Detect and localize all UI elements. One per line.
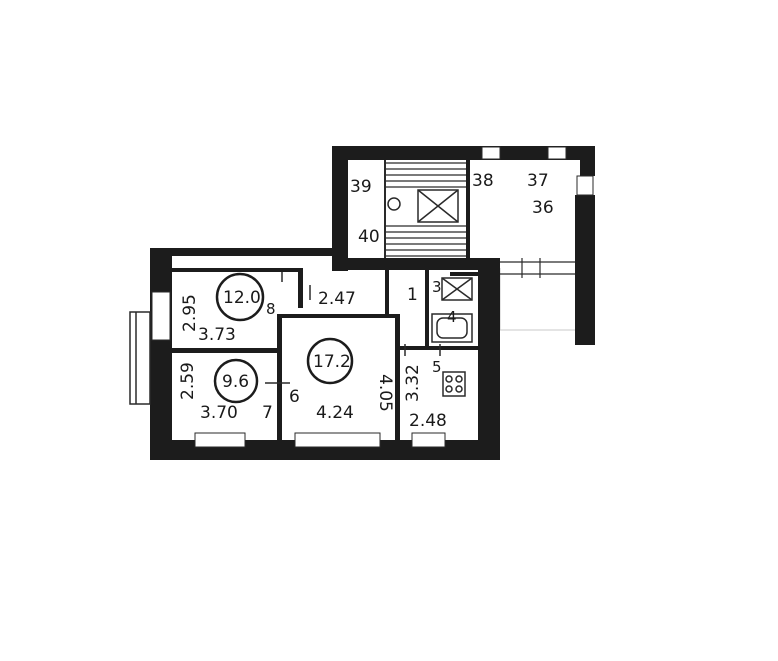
dimension: 2.47: [318, 289, 356, 309]
area-circle: [213, 358, 259, 404]
window: [547, 146, 567, 160]
wall: [277, 314, 282, 444]
wall: [400, 346, 478, 350]
bathtub: [431, 313, 473, 343]
wall: [478, 262, 500, 460]
wall: [385, 268, 389, 318]
room-number: 36: [532, 198, 554, 218]
wall: [580, 146, 595, 176]
wall: [150, 248, 332, 256]
dimension: 2.59: [178, 362, 198, 400]
dimension: 4.05: [375, 374, 395, 412]
balcony: [129, 311, 151, 405]
room-number: 1: [407, 285, 418, 305]
room-number: 38: [472, 171, 494, 191]
wall: [172, 268, 302, 272]
stair-newel: [387, 197, 401, 211]
room-area: 12.0: [223, 288, 261, 308]
area-circle: [215, 272, 265, 322]
wall: [575, 195, 595, 345]
room-number: 7: [262, 403, 273, 423]
dimension: 3.32: [403, 364, 423, 402]
dimension: 2.48: [409, 411, 447, 431]
window: [411, 432, 446, 448]
wall: [332, 146, 595, 160]
room-number: 40: [358, 227, 380, 247]
area-circle: [306, 337, 354, 385]
window: [481, 146, 501, 160]
dimension: 3.73: [198, 325, 236, 345]
labels: 39 38 37 36 40 1 3 4 5 6 7 8 12.0 9.6 17…: [178, 171, 554, 431]
elevator-shaft: [417, 189, 459, 223]
room-number: 3: [432, 278, 442, 296]
wall: [395, 314, 400, 444]
window: [576, 175, 594, 196]
room-number: 5: [432, 358, 442, 376]
room-number: 39: [350, 177, 372, 197]
wall: [425, 270, 429, 350]
railing: [500, 258, 575, 278]
apartment-block: [129, 248, 500, 460]
window: [194, 432, 246, 448]
room-number: 8: [266, 300, 276, 318]
window: [151, 291, 171, 341]
wall: [466, 160, 470, 258]
dimension: 3.70: [200, 403, 238, 423]
sink: [441, 277, 473, 301]
wall: [332, 146, 348, 271]
stair-hall-block: [332, 146, 595, 345]
wall: [277, 314, 397, 318]
wall: [172, 348, 280, 353]
wall: [450, 272, 478, 276]
faint-outlines: [499, 268, 575, 331]
stair: [385, 162, 466, 257]
wall: [348, 258, 500, 270]
room-number: 4: [447, 308, 457, 326]
room-number: 37: [527, 171, 549, 191]
doors: [265, 272, 441, 384]
room-area: 17.2: [313, 352, 351, 372]
room-area: 9.6: [222, 372, 249, 392]
stove: [442, 371, 466, 397]
dimension: 2.95: [180, 294, 200, 332]
dimension: 4.24: [316, 403, 354, 423]
window: [294, 432, 381, 448]
wall: [150, 248, 172, 453]
room-number: 6: [289, 387, 300, 407]
wall: [298, 268, 303, 308]
